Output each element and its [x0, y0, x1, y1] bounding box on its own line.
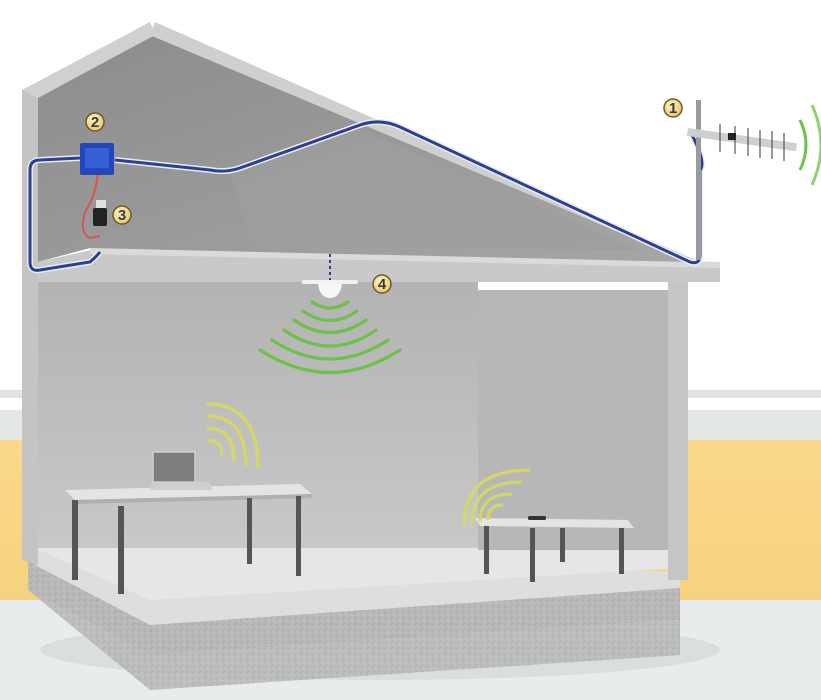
- laptop-signal-waves: [206, 402, 260, 469]
- power-supply: [93, 200, 107, 226]
- phone: [528, 516, 546, 520]
- svg-text:3: 3: [118, 207, 126, 224]
- callout-3: 3: [112, 205, 132, 225]
- indoor-antenna: [302, 280, 358, 298]
- callout-1: 1: [663, 98, 683, 118]
- laptop: [150, 451, 212, 490]
- callout-2: 2: [85, 112, 105, 132]
- svg-text:1: 1: [669, 100, 677, 117]
- indoor-signal-waves: [258, 300, 402, 374]
- svg-text:2: 2: [91, 114, 99, 131]
- power-cable: [81, 171, 101, 240]
- table-right: [475, 516, 634, 582]
- callout-4: 4: [372, 274, 392, 294]
- phone-signal-waves: [462, 468, 531, 527]
- outdoor-antenna: [686, 100, 821, 260]
- desk-left: [65, 451, 312, 594]
- cable-run: [27, 119, 705, 280]
- amplifier: [80, 143, 114, 175]
- coax-cable: [28, 120, 704, 272]
- svg-text:4: 4: [378, 276, 387, 293]
- back-wall: [38, 278, 478, 548]
- right-wall: [478, 290, 670, 550]
